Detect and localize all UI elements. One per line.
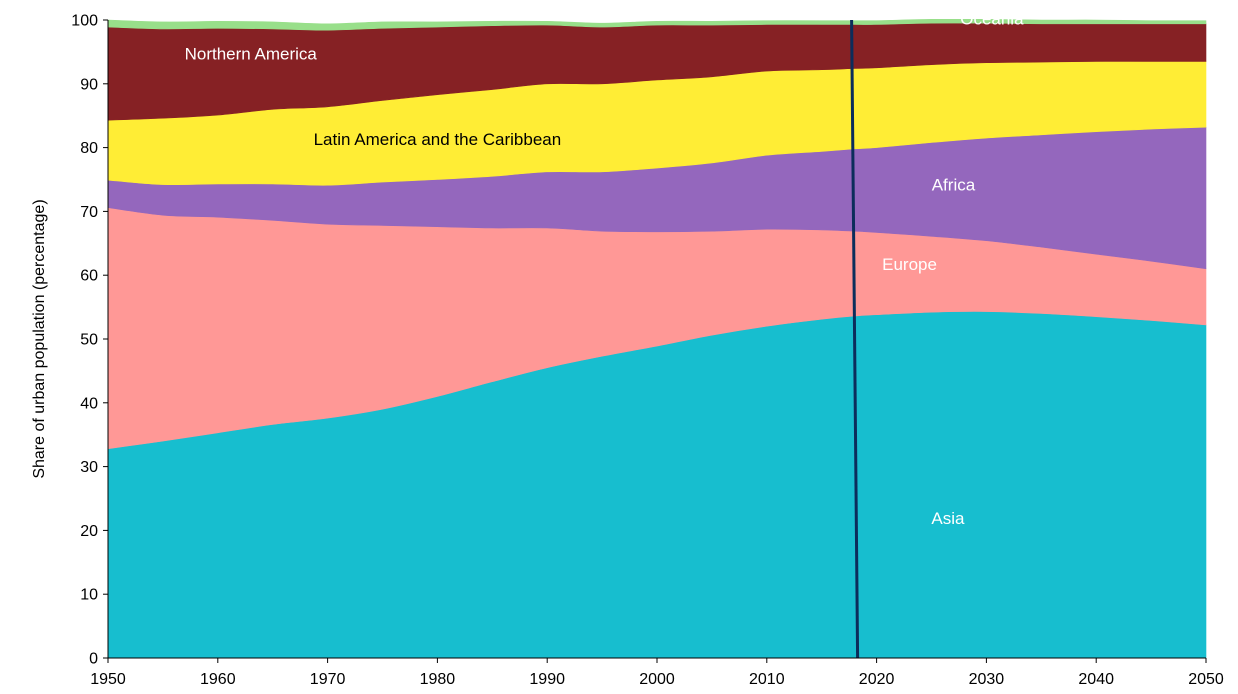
x-tick-label-2050: 2050 xyxy=(1188,671,1224,688)
series-label-latin-america-and-the-caribbean: Latin America and the Caribbean xyxy=(314,130,562,149)
y-tick-label-50: 50 xyxy=(80,332,98,349)
y-tick-labels: 0 10 20 30 40 50 60 70 80 90 100 xyxy=(71,13,108,668)
y-tick-label-100: 100 xyxy=(71,13,98,30)
y-axis-title: Share of urban population (percentage) xyxy=(31,199,48,478)
y-tick-label-0: 0 xyxy=(89,651,98,668)
x-tick-label-1990: 1990 xyxy=(529,671,565,688)
y-tick-label-70: 70 xyxy=(80,204,98,221)
y-tick-label-80: 80 xyxy=(80,140,98,157)
y-tick-label-40: 40 xyxy=(80,395,98,412)
series-labels-group: Asia Europe Africa Latin America and the Ca… xyxy=(185,9,1024,528)
x-tick-label-1960: 1960 xyxy=(200,671,236,688)
x-tick-label-1950: 1950 xyxy=(90,671,126,688)
x-tick-label-2020: 2020 xyxy=(859,671,895,688)
y-tick-label-30: 30 xyxy=(80,459,98,476)
series-label-asia: Asia xyxy=(931,509,965,528)
x-tick-label-2040: 2040 xyxy=(1078,671,1114,688)
y-tick-label-20: 20 xyxy=(80,523,98,540)
x-tick-label-1970: 1970 xyxy=(310,671,346,688)
y-tick-label-60: 60 xyxy=(80,268,98,285)
x-tick-label-2030: 2030 xyxy=(969,671,1005,688)
x-tick-label-1980: 1980 xyxy=(420,671,456,688)
series-label-europe: Europe xyxy=(882,255,937,274)
series-label-northern-america: Northern America xyxy=(185,45,318,64)
marker-line-group xyxy=(850,19,860,659)
x-tick-label-2010: 2010 xyxy=(749,671,785,688)
x-tick-labels: 1950 1960 1970 1980 1990 2000 2010 2020 2030 2040… xyxy=(90,658,1224,688)
series-label-oceania: Oceania xyxy=(960,9,1024,28)
x-tick-label-2000: 2000 xyxy=(639,671,675,688)
y-tick-label-90: 90 xyxy=(80,76,98,93)
year-marker-line xyxy=(850,19,860,659)
area-oceania xyxy=(107,18,1207,31)
y-tick-label-10: 10 xyxy=(80,587,98,604)
area-series-group xyxy=(107,18,1207,659)
series-label-africa: Africa xyxy=(932,175,976,194)
